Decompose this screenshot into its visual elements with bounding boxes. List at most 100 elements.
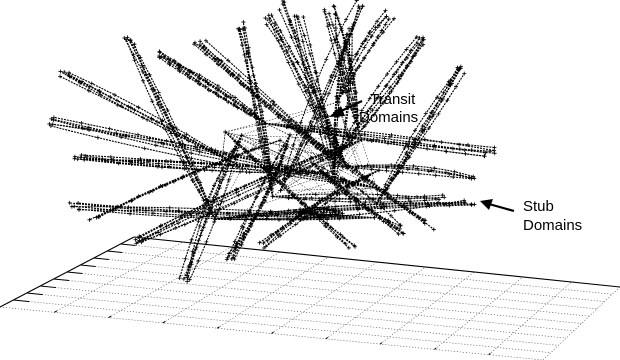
network-node [325, 131, 330, 136]
network-node [257, 189, 262, 194]
network-node [308, 120, 313, 125]
network-node [357, 212, 362, 217]
network-node [329, 38, 334, 43]
network-node [289, 167, 294, 172]
network-node [310, 102, 315, 107]
network-node [110, 158, 115, 162]
floor-gridline [120, 243, 613, 295]
network-link [361, 139, 377, 189]
network-node [324, 125, 329, 130]
network-node [198, 39, 203, 44]
network-node [355, 205, 360, 210]
network-node [260, 136, 265, 141]
network-link [272, 163, 314, 197]
network-node [201, 44, 206, 49]
network-node [392, 16, 397, 21]
network-node [345, 135, 350, 140]
network-node [132, 107, 137, 112]
network-node [337, 45, 342, 50]
network-node [348, 64, 353, 69]
network-node [261, 150, 266, 155]
network-node [289, 35, 294, 40]
network-node [391, 140, 396, 145]
network-node [359, 137, 364, 143]
network-node [197, 223, 202, 228]
network-node [385, 195, 390, 200]
network-node [211, 195, 216, 200]
network-node [164, 224, 169, 229]
network-node [280, 2, 285, 7]
network-node [187, 75, 192, 80]
network-node [314, 205, 319, 210]
network-node [332, 178, 337, 184]
network-node [275, 213, 280, 218]
network-node [289, 118, 294, 123]
network-node [264, 137, 269, 142]
network-node [422, 221, 427, 226]
network-node [331, 4, 336, 9]
network-node [248, 221, 253, 226]
network-node [191, 251, 196, 256]
network-node [343, 66, 348, 71]
network-node [187, 211, 192, 216]
network-link [334, 28, 353, 181]
network-node [394, 226, 399, 231]
network-node [355, 164, 360, 169]
network-node [369, 34, 374, 39]
network-node [362, 45, 367, 50]
network-node [467, 175, 472, 180]
network-node [181, 276, 186, 281]
network-node [203, 84, 208, 89]
network-node [128, 38, 133, 43]
network-node [262, 195, 267, 200]
network-node [447, 201, 452, 206]
network-node [413, 53, 418, 58]
network-node [212, 219, 217, 224]
network-node [456, 67, 461, 72]
network-node [233, 100, 238, 105]
network-node [246, 228, 251, 233]
network-node [320, 196, 325, 201]
network-node [402, 201, 407, 206]
network-node [304, 131, 309, 136]
network-node [447, 172, 452, 177]
network-node [135, 132, 140, 137]
network-node [174, 125, 179, 130]
network-node [189, 260, 194, 265]
network-node [184, 163, 189, 168]
network-node [263, 198, 268, 203]
network-node [282, 211, 287, 216]
network-node [333, 145, 338, 150]
network-node [338, 85, 343, 90]
network-node [108, 154, 113, 159]
network-node [328, 142, 333, 147]
network-node [344, 45, 349, 50]
network-node [302, 214, 307, 219]
network-node [347, 58, 352, 63]
network-node [203, 219, 208, 224]
network-node [298, 120, 303, 125]
network-node [355, 125, 361, 130]
network-node [334, 185, 339, 190]
network-node [230, 163, 235, 168]
network-node [158, 184, 163, 189]
network-node [422, 218, 427, 223]
network-node [79, 152, 84, 157]
network-node [51, 115, 56, 120]
network-node [265, 238, 270, 243]
network-node [274, 156, 279, 161]
network-node [299, 212, 304, 217]
network-node [447, 82, 452, 87]
network-node [492, 145, 497, 150]
network-node [457, 142, 462, 147]
network-node [198, 180, 203, 185]
network-node [254, 106, 259, 111]
network-node [333, 26, 338, 31]
network-node [269, 13, 274, 18]
network-node [203, 78, 208, 83]
floor-gridline [325, 266, 426, 340]
network-node [50, 122, 55, 127]
network-node [187, 277, 192, 282]
network-node [87, 84, 92, 89]
network-node [134, 241, 139, 246]
